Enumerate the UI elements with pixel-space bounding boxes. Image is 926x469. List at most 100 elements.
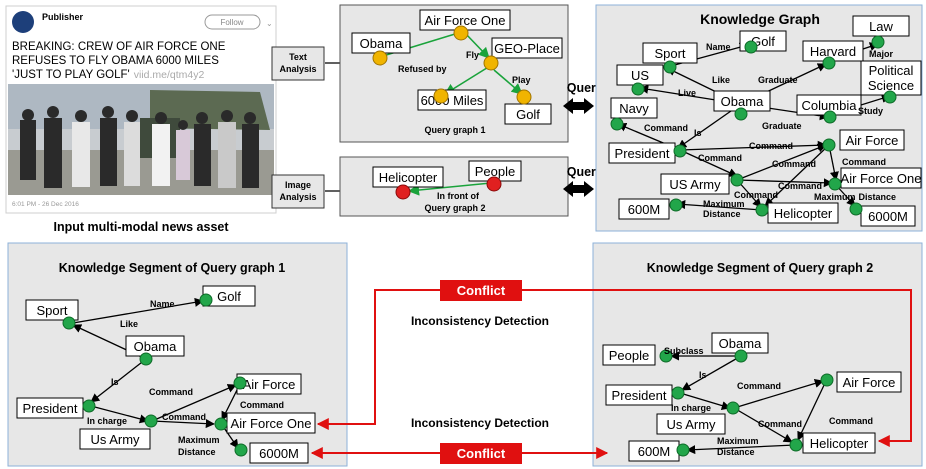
s2-dot-air-force [820,373,834,387]
kg-node-6000m-label: 6000M [868,209,908,224]
kg-edge-command-6: Command [734,190,778,200]
kg-edge-command-navy: Command [644,123,688,133]
s1-node-6000m [249,442,309,464]
kg-dot-president [673,144,687,158]
headline-line-1: BREAKING: CREW OF AIR FORCE ONE [12,41,226,53]
s2-dot-us-army [726,401,740,415]
conflict-bottom-label: Conflict [457,446,506,461]
qg1-dot-miles [433,88,449,104]
kg-node-us-label: US [631,68,649,83]
image-analysis-label-1: Image [285,180,311,190]
s1-dot-air-force-one [214,417,228,431]
query-graph-1-caption: Query graph 1 [424,125,485,135]
kg-node-political-science [860,60,922,96]
qg1-edge-refused-by: Refused by [398,64,447,74]
s1-edge-usarmy-airforce [151,384,237,422]
chevron-down-icon[interactable]: ⌄ [266,19,273,28]
query-1-double-arrow-icon [563,98,594,114]
s1-edge-like: Like [120,319,138,329]
qg1-node-golf-label: Golf [516,107,540,122]
qg2-dot-helicopter [395,184,411,200]
kg-node-us-army [660,173,730,195]
query-graph-1: Air Force One Obama GEO-Place 6000 Miles… [339,4,569,143]
qg1-node-obama-label: Obama [360,36,403,51]
s2-edge-president-usarmy [679,392,731,411]
qg1-edge-fly: Fly [466,50,479,60]
image-analysis-block: Image Analysis [271,174,361,209]
s1-dot-air-force [233,376,247,390]
kg-node-navy-label: Navy [619,101,649,116]
s2-node-obama-label: Obama [719,336,762,351]
conflict-top-label: Conflict [457,283,506,298]
s2-node-helicopter-label: Helicopter [810,436,869,451]
segment-1-title: Knowledge Segment of Query graph 1 [59,261,285,275]
s1-node-6000m-label: 6000M [259,446,299,461]
s2-edge-max-dist-a: Maximum [717,436,759,446]
kg-dot-obama [734,107,748,121]
s1-dot-6000m [234,443,248,457]
kg-node-air-force-one [840,167,922,189]
s1-dot-president [82,399,96,413]
kg-edge-command-5: Command [778,181,822,191]
s1-node-obama-label: Obama [134,339,177,354]
kg-edge-name: Name [706,42,731,52]
qg1-node-golf [504,103,552,125]
s2-edge-helicopter-600m [686,444,796,455]
follow-label: Follow [220,18,243,27]
s1-edge-obama-president [90,358,147,403]
image-analysis-label-2: Analysis [279,192,316,202]
s1-edge-name: Name [150,299,175,309]
s1-node-air-force-one-label: Air Force One [231,416,312,431]
inconsistency-detection-bottom: Inconsistency Detection [411,416,549,430]
kg-edge-command-3: Command [772,159,816,169]
image-analysis-box [271,174,325,209]
kg-node-us-army-label: US Army [669,177,721,192]
conflict-connectors [310,289,912,459]
kg-edge-command-4: Command [842,157,886,167]
s2-dot-people [659,349,673,363]
s2-edge-max-dist-b: Distance [717,447,755,457]
s1-dot-us-army [144,414,158,428]
kg-dot-600m [669,198,683,212]
qg1-dot-golf [516,89,532,105]
s1-edge-command-1: Command [149,387,193,397]
s1-node-us-army-label: Us Army [90,432,140,447]
kg-dot-helicopter [755,203,769,217]
s1-dot-golf [199,293,213,307]
s1-node-president-label: President [23,401,78,416]
kg-edge-airforce-helicopter [764,144,830,207]
qg2-node-people-label: People [475,164,515,179]
follow-button[interactable] [204,14,261,30]
kg-node-air-force-label: Air Force [846,133,899,148]
knowledge-segment-2: Knowledge Segment of Query graph 2 Obama… [592,242,923,467]
inconsistency-detection-top: Inconsistency Detection [411,314,549,328]
headline-line-3: 'JUST TO PLAY GOLF'viid.me/qtm4y2 [12,69,205,81]
edge-geoplace-golf [493,69,523,95]
text-analysis-block: Text Analysis [271,46,363,81]
kg-edge-like: Like [712,75,730,85]
kg-node-sport-label: Sport [654,46,685,61]
kg-edge-max-dist-1a: Maximum [703,199,745,209]
kg-dot-air-force [822,138,836,152]
publisher-avatar [12,11,34,33]
s1-edge-usarmy-airforceone [151,419,215,429]
conflict-top-right-line [522,289,912,447]
qg1-dot-obama [372,50,388,66]
qg1-node-6000-miles-label: 6000 Miles [421,93,484,108]
kg-edge-president-usarmy [679,149,738,177]
tweet-timestamp: 6:01 PM - 26 Dec 2016 [12,201,79,208]
kg-dot-us [631,82,645,96]
query-graph-2-caption: Query graph 2 [424,203,485,213]
s1-edge-max-dist-b: Distance [178,447,216,457]
s2-edge-usarmy-airforce [733,379,824,409]
kg-edge-is: Is [694,128,702,138]
conflict-bottom-box [440,443,522,464]
kg-node-air-force [839,129,905,151]
s2-edge-airforce-helicopter [797,380,827,441]
s2-node-us-army [656,413,726,435]
s2-edge-is: Is [699,370,707,380]
headline-link: viid.me/qtm4y2 [134,69,205,81]
knowledge-graph-title: Knowledge Graph [700,11,820,27]
qg1-node-geo-place [491,37,563,59]
s2-node-people-label: People [609,348,649,363]
